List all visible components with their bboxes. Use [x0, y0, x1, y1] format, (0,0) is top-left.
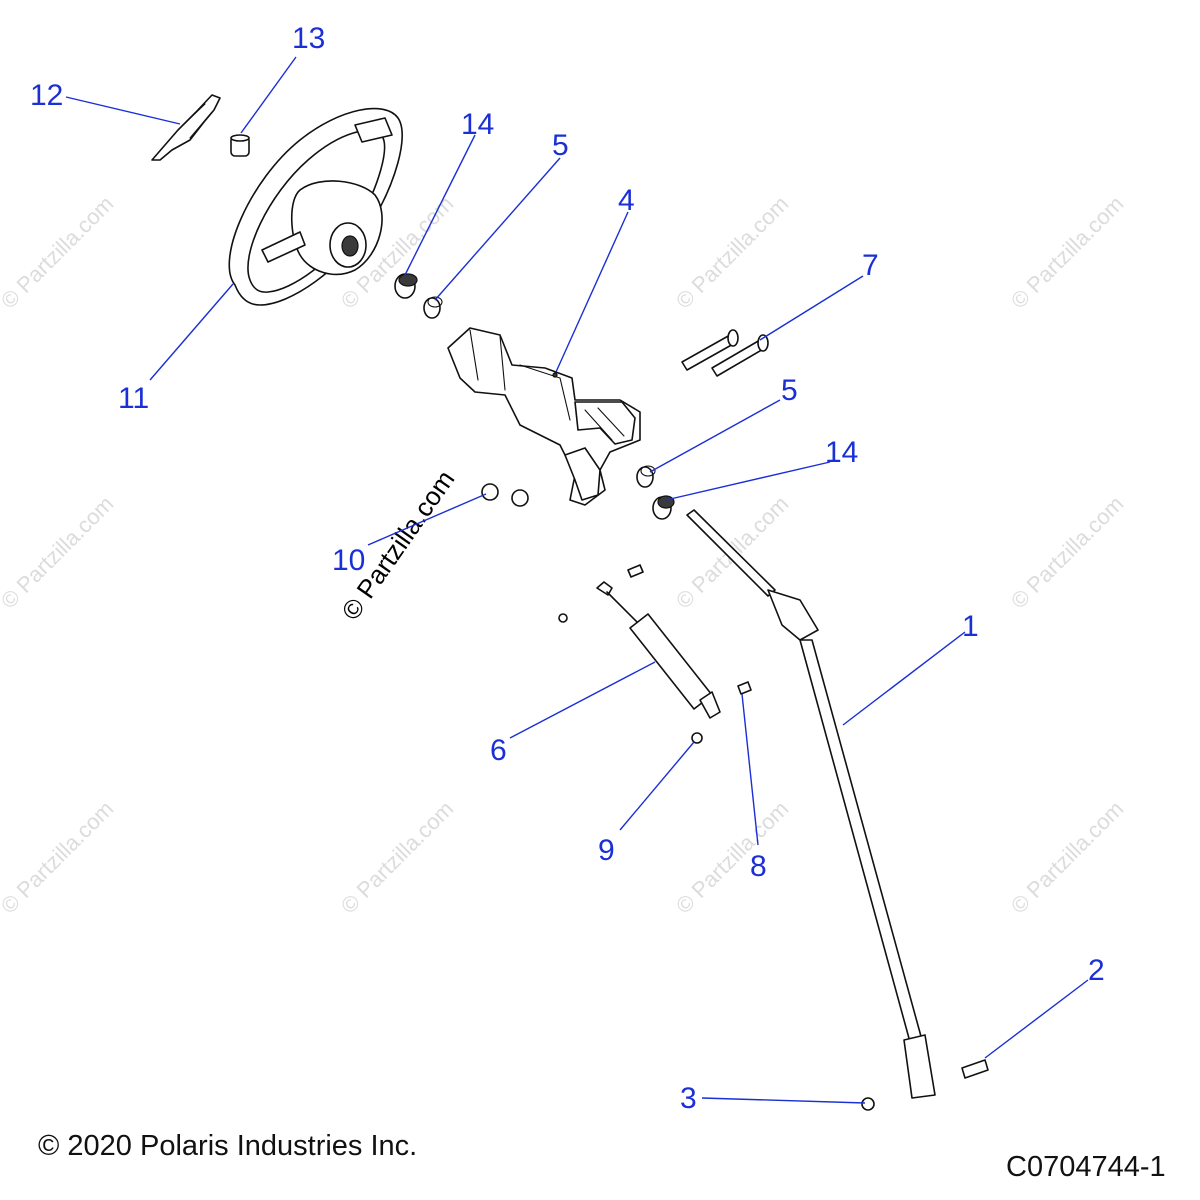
watermark: © Partzilla.com [1006, 491, 1129, 614]
part-8-screw [737, 681, 752, 695]
part-13-cap [230, 134, 250, 157]
leader-14a [404, 134, 476, 276]
leader-14b [665, 461, 831, 501]
leader-5b [649, 399, 781, 473]
part-6-gas-strut [596, 581, 721, 719]
watermark: © Partzilla.com [671, 796, 794, 919]
callout-10: 10 [332, 544, 365, 577]
watermark: © Partzilla.com [0, 491, 118, 614]
leader-1 [842, 631, 966, 726]
part-5-bushing-lower [636, 465, 656, 488]
part-4-column-bracket [447, 327, 641, 506]
callout-5a: 5 [552, 129, 569, 162]
part-12-clip [151, 94, 221, 161]
part-5-bushing-upper [423, 296, 443, 319]
leader-11 [149, 283, 234, 381]
callout-labels: 1 2 3 4 5 5 6 7 8 9 10 11 12 13 14 14 [30, 22, 1105, 1115]
leader-5a [434, 157, 561, 301]
callout-6: 6 [490, 734, 507, 767]
callout-11: 11 [118, 382, 149, 415]
leader-12 [65, 96, 181, 125]
leader-3 [701, 1097, 866, 1104]
callout-14b: 14 [825, 436, 858, 469]
watermark-grid: © Partzilla.com © Partzilla.com © Partzi… [0, 191, 1128, 919]
leader-9 [619, 741, 695, 831]
leader-4 [555, 211, 629, 373]
part-11-steering-wheel [228, 107, 403, 306]
callout-7: 7 [862, 249, 879, 282]
leader-2 [984, 979, 1089, 1059]
callout-12: 12 [30, 79, 63, 112]
watermark: © Partzilla.com [671, 191, 794, 314]
part-10-nuts [481, 483, 529, 507]
callout-2: 2 [1088, 954, 1105, 987]
part-2-bolt [961, 1059, 989, 1079]
leader-7 [759, 275, 864, 341]
part-14-bushing-lower [652, 495, 675, 520]
part-9-nut [691, 732, 703, 744]
callout-5b: 5 [781, 374, 798, 407]
copyright-text: © 2020 Polaris Industries Inc. [38, 1130, 417, 1162]
callout-13: 13 [292, 22, 325, 55]
part-1-steering-shaft [686, 509, 936, 1099]
drawing-number: C0704744-1 [1006, 1151, 1166, 1183]
leader-lines [65, 56, 1089, 1104]
callout-14a: 14 [461, 108, 494, 141]
watermark: © Partzilla.com [336, 796, 459, 919]
part-3-nut [861, 1097, 875, 1111]
footer: © 2020 Polaris Industries Inc. C0704744-… [38, 1130, 1166, 1183]
watermark: © Partzilla.com [0, 191, 118, 314]
leader-6 [509, 661, 656, 739]
callout-3: 3 [680, 1082, 697, 1115]
leader-10 [367, 493, 487, 546]
leader-13 [240, 56, 297, 134]
part-7-bolts [681, 329, 769, 377]
watermark: © Partzilla.com [1006, 796, 1129, 919]
callout-4: 4 [618, 184, 635, 217]
watermark: © Partzilla.com [1006, 191, 1129, 314]
callout-9: 9 [598, 834, 615, 867]
watermark: © Partzilla.com [0, 796, 118, 919]
callout-8: 8 [750, 850, 767, 883]
callout-1: 1 [962, 610, 979, 643]
strut-fasteners [558, 564, 752, 744]
part-14-bushing-upper [394, 273, 418, 299]
leader-8 [741, 693, 759, 846]
